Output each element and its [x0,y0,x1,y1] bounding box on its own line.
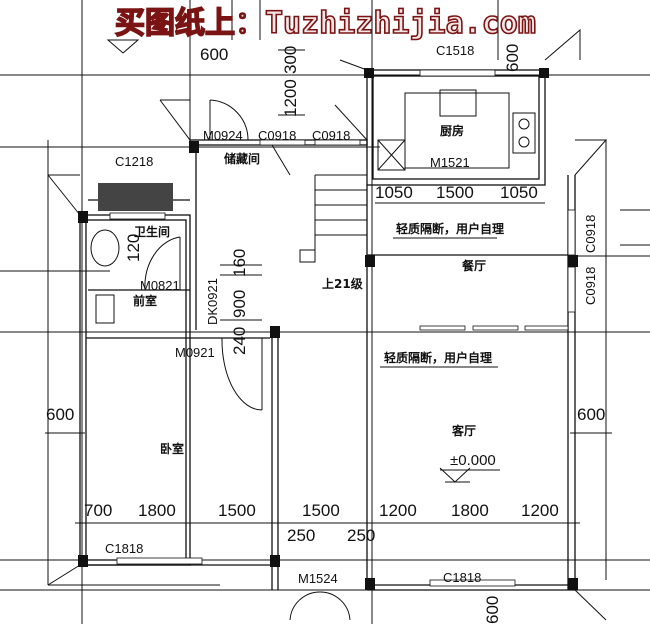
sink-icon [439,89,477,117]
window-c1818: C1818 [105,541,143,556]
dim-label: 1500 [218,501,256,520]
window-c0918: C0918 [583,215,598,253]
window-c0918: C0918 [583,267,598,305]
door-m1524: M1524 [298,571,338,586]
dim-label: 1200 [521,501,559,520]
walls [47,28,608,621]
stairs [271,144,367,263]
room-dining: 餐厅 [462,258,486,273]
dim-label: 300 [281,46,300,74]
room-living: 客厅 [451,423,476,438]
window-c1218: C1218 [115,154,153,169]
elevation-label: ±0.000 [450,452,496,469]
watermark: 买图纸上：Tuzhizhijia.com [115,6,536,41]
dim-label: 700 [84,501,112,520]
door-m1521: M1521 [430,155,470,170]
dim-label: 1200 [281,79,300,117]
door-m0921 [221,337,263,411]
opening-labels: C1518 M0924 C0918 C0918 M1521 C1218 C091… [105,43,598,586]
windows [109,69,576,587]
dim-label: 250 [347,526,375,545]
partition-note: 轻质隔断，用户自理 [384,350,492,365]
room-anteroom: 前室 [133,293,157,308]
door-m0821: M0821 [140,278,180,293]
dim-label: 160 [230,249,249,277]
stairs-note: 上21级 [322,276,363,291]
dim-label: 600 [503,44,522,72]
fixtures [90,39,536,621]
dim-label: 1200 [379,501,417,520]
dim-label: 1050 [375,183,413,202]
elevation-marker-icon [439,467,500,483]
dimension-lines [45,49,612,524]
dim-label: 240 [230,327,249,355]
dim-label: 250 [287,526,315,545]
dim-label: 600 [577,405,605,424]
elevation-marker-icon [106,39,140,54]
room-bathroom: 卫生间 [134,224,170,239]
window-c1518: C1518 [436,43,474,58]
dim-label: 1050 [500,183,538,202]
basin-icon [95,294,115,324]
room-storage: 储藏间 [224,151,260,166]
dim-label: 1800 [451,501,489,520]
room-bedroom: 卧室 [160,441,184,456]
toilet-icon [90,229,120,267]
columns [78,68,578,590]
dim-label: 600 [483,596,502,624]
room-labels: 厨房 储藏间 卫生间 前室 餐厅 卧室 客厅 [133,123,486,456]
notes: 轻质隔断，用户自理 轻质隔断，用户自理 上21级 ±0.000 [322,221,504,469]
door-m0821 [144,236,181,291]
dim-label: 900 [230,290,249,318]
door-m0921: M0921 [175,345,215,360]
window-c0918: C0918 [258,128,296,143]
dim-label: 600 [200,45,228,64]
dim-label: 600 [46,405,74,424]
dim-label: 120 [124,234,143,262]
window-c1818: C1818 [443,570,481,585]
partition-note: 轻质隔断，用户自理 [396,221,504,236]
room-kitchen: 厨房 [440,123,464,138]
opening-dk0921: DK0921 [205,278,220,325]
flue-icon [377,139,406,171]
door-m0924-label: M0924 [203,128,243,143]
dimension-labels: 600 300 1200 600 1050 1500 1050 120 160 … [46,44,605,624]
door-m1524 [289,591,351,621]
kitchen-counter [404,92,510,169]
door-m0924 [209,99,249,141]
dim-label: 1800 [138,501,176,520]
window-c0918: C0918 [312,128,350,143]
dim-label: 1500 [302,501,340,520]
dim-label: 1500 [436,183,474,202]
shower-icon [98,183,173,211]
stove-icon [512,112,536,154]
